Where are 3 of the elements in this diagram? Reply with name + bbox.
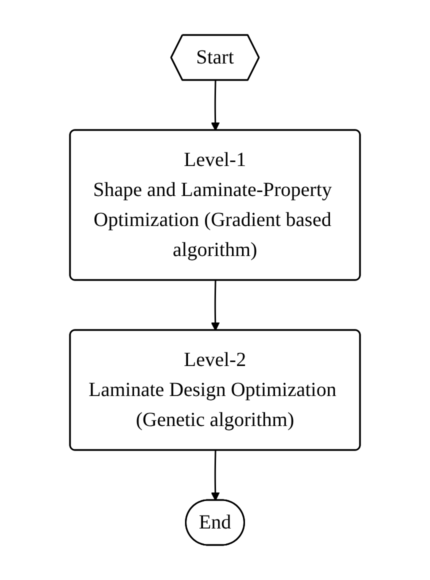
arrow — [210, 450, 220, 501]
arrow — [210, 80, 220, 131]
arrow — [210, 280, 220, 331]
